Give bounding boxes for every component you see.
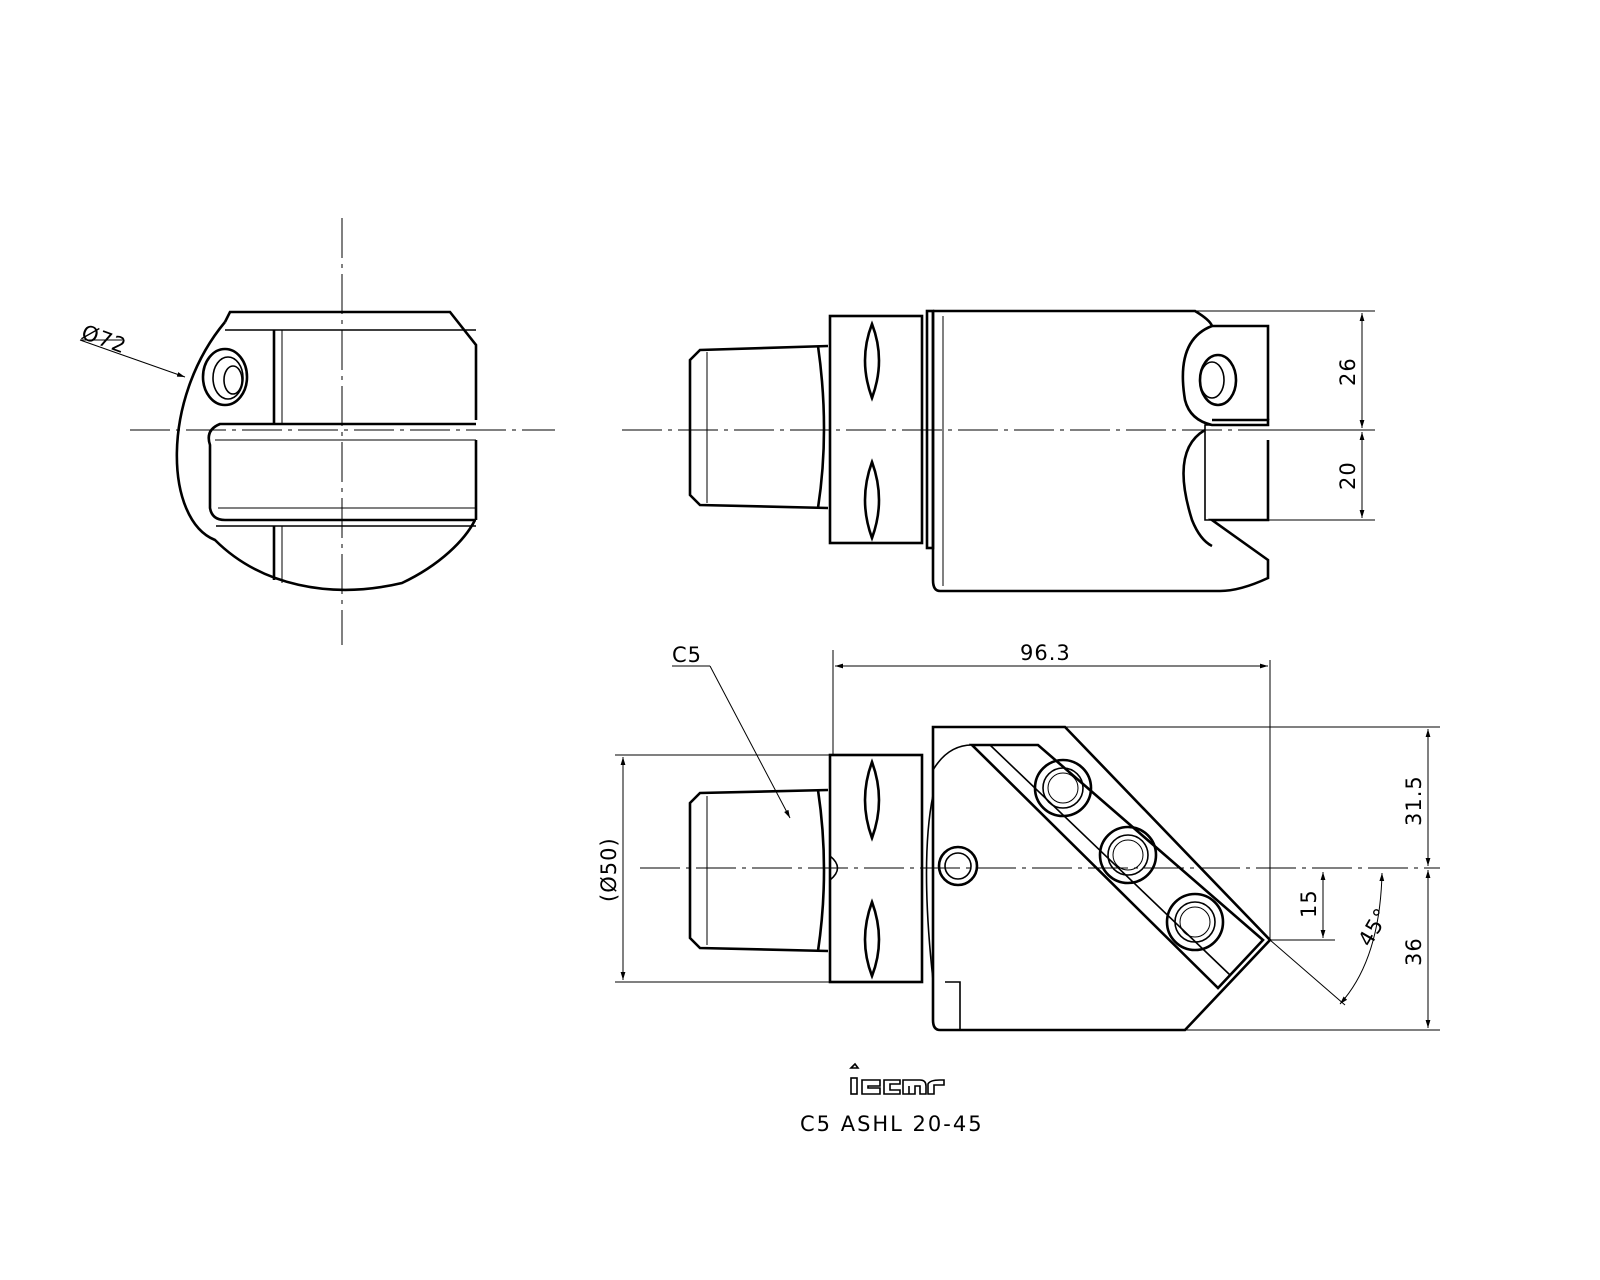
dim-15-label: 15 — [1297, 889, 1321, 918]
part-number: C5 ASHL 20-45 — [800, 1112, 984, 1136]
dia72-leader — [79, 339, 186, 378]
side-view-shank-neck — [816, 345, 826, 509]
side-view-slot-bottom-icon — [863, 458, 881, 542]
dim-315-label: 31.5 — [1402, 775, 1426, 826]
front-view-body-curve — [925, 794, 934, 981]
side-view-slot-top-icon — [863, 320, 881, 402]
dim-26-label: 26 — [1336, 357, 1360, 386]
side-view-shank — [688, 344, 829, 510]
end-view-keyway — [207, 422, 476, 522]
dim-50-label: (Ø50) — [597, 837, 621, 902]
end-view-top-flat — [223, 310, 478, 420]
end-view-round-outline — [175, 321, 477, 592]
front-view-collar — [828, 753, 924, 984]
side-view-body-top — [933, 309, 1270, 420]
side-view-recess-top — [1181, 324, 1270, 427]
front-view-shank-neck — [816, 789, 826, 952]
c5-label: C5 — [672, 643, 702, 667]
coolant-hole-icon — [201, 347, 249, 407]
screw-bottom-icon — [1165, 892, 1225, 952]
front-view-shank — [688, 788, 829, 953]
dim-45-ext — [1269, 939, 1346, 1006]
front-view-slot-top-icon — [863, 758, 881, 842]
dim-36-label: 36 — [1402, 937, 1426, 966]
side-view-recess-slot — [1204, 424, 1212, 521]
coolant-outlet-icon — [937, 845, 979, 887]
front-view-pin — [829, 855, 839, 881]
side-view: 26 20 — [622, 309, 1375, 593]
front-view-body — [931, 725, 1272, 1032]
dim-96-label: 96.3 — [1020, 641, 1071, 665]
c5-leader — [709, 665, 791, 819]
end-view: Ø72 — [78, 218, 555, 645]
side-view-body-bottom — [931, 311, 1270, 593]
side-view-recess-curve — [1182, 428, 1213, 548]
front-view-clamp-plate — [968, 743, 1265, 990]
screw-middle-icon — [1098, 825, 1158, 885]
title-block: C5 ASHL 20-45 — [800, 1062, 984, 1136]
front-view: C5 96.3 (Ø50) 31.5 36 15 45° — [597, 641, 1440, 1032]
iscar-logo-icon — [849, 1062, 945, 1095]
dim-20-label: 20 — [1336, 461, 1360, 490]
front-view-slot-bottom-icon — [863, 898, 881, 980]
dim-45-label: 45° — [1354, 904, 1395, 951]
dim-45-arc — [1339, 872, 1385, 1005]
screw-top-icon — [1033, 758, 1093, 818]
front-view-body-step — [945, 981, 961, 1030]
dia72-label: Ø72 — [78, 320, 130, 358]
side-view-coolant-icon — [1198, 353, 1238, 407]
